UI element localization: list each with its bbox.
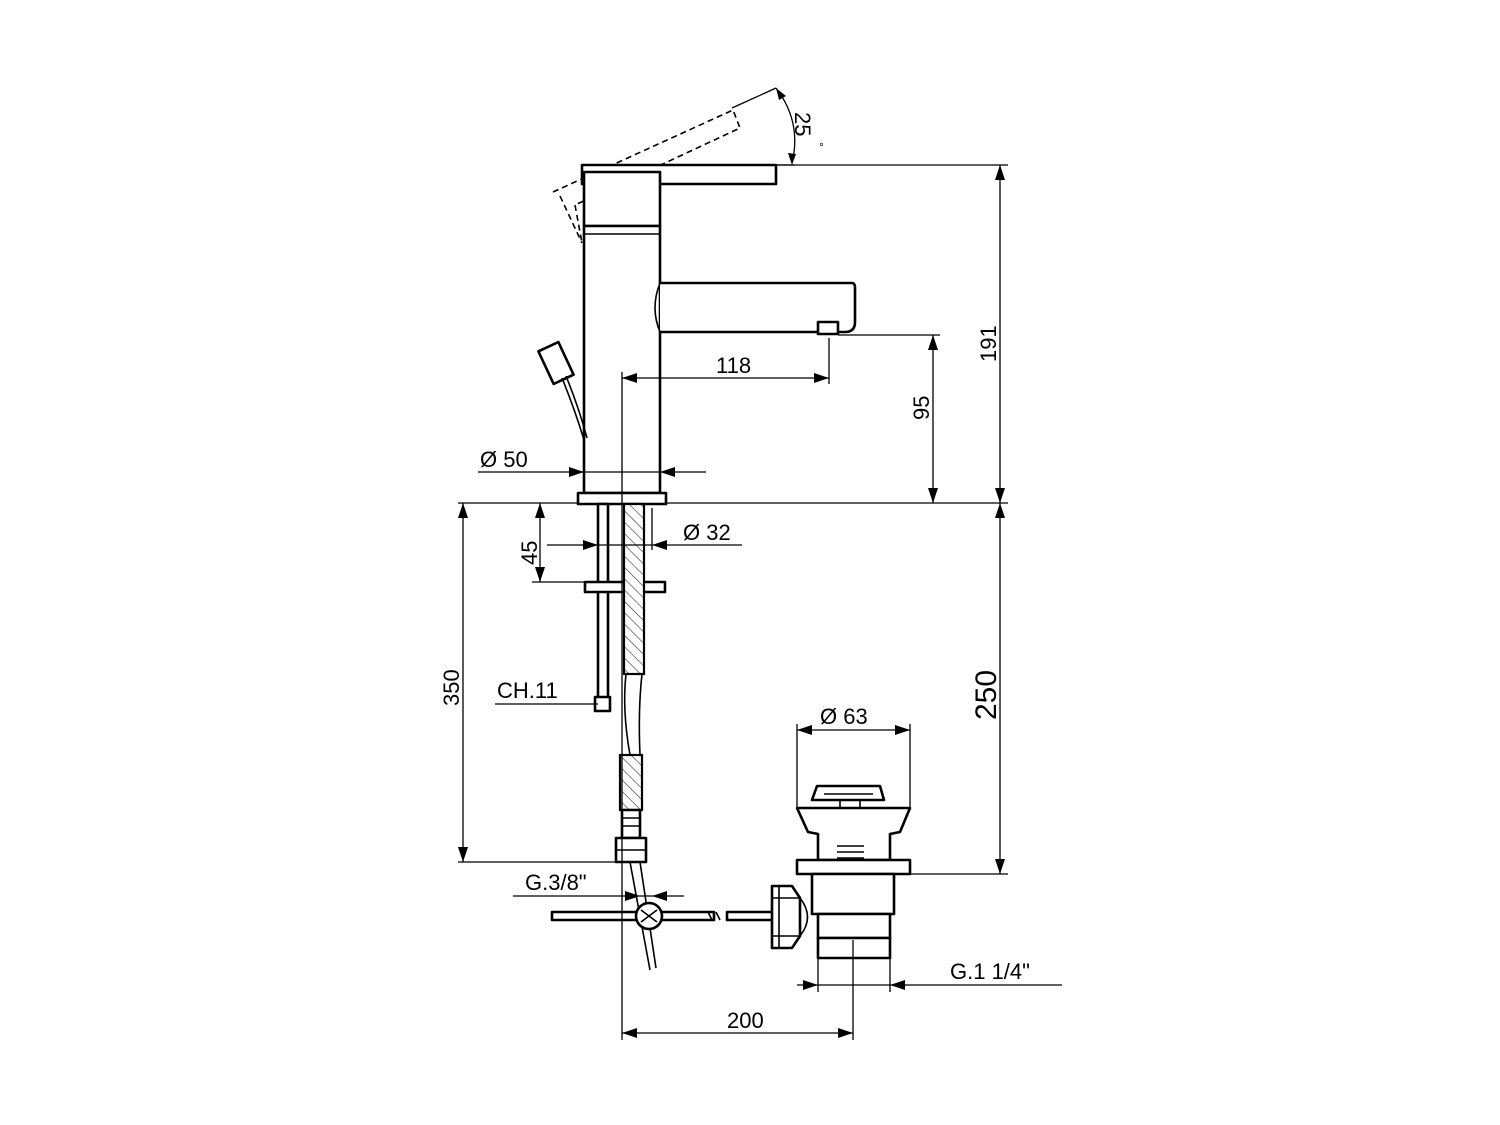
centre-distance-label: 200 — [727, 1008, 764, 1033]
degree-symbol: ° — [812, 142, 826, 147]
dim-waste-diameter: Ø 63 — [796, 704, 911, 808]
waste-diameter-label: Ø 63 — [820, 704, 868, 729]
lever-angle-label: 25 — [790, 112, 815, 136]
lever-raised-outline — [552, 108, 742, 244]
popup-linkage — [550, 901, 781, 931]
dim-spout-height: 95 — [838, 334, 940, 503]
popup-rod — [537, 340, 588, 441]
dim-shank-diameter: Ø 32 — [547, 508, 742, 550]
dim-spout-reach: 118 — [621, 338, 830, 1040]
dim-lever-angle: 25 ° — [731, 87, 826, 166]
body-diameter-label: Ø 50 — [480, 447, 528, 472]
spout-reach-label: 118 — [716, 353, 751, 378]
dim-spanner-size: CH.11 — [495, 678, 598, 705]
dim-waste-thread: G.1 1/4" — [797, 958, 1062, 992]
dim-shank-length: 45 — [517, 503, 592, 583]
dim-body-diameter: Ø 50 — [478, 447, 706, 477]
hose-connection-label: G.3/8" — [525, 870, 587, 895]
overall-height-label: 191 — [976, 325, 1001, 362]
hose-length-label: 350 — [439, 669, 464, 706]
shank-diameter-label: Ø 32 — [683, 520, 731, 545]
flexible-hose — [614, 502, 657, 971]
dim-centre-distance: 200 — [622, 940, 854, 1040]
spout-height-label: 95 — [909, 396, 934, 420]
dim-overall-height: 191 — [666, 164, 1008, 504]
dim-hose-length: 350 — [439, 502, 616, 863]
spanner-size-label: CH.11 — [497, 678, 558, 703]
pop-up-waste — [770, 784, 912, 960]
waste-thread-label: G.1 1/4" — [950, 959, 1030, 984]
dim-waste-height: 250 — [910, 503, 1008, 875]
shank-length-label: 45 — [517, 541, 542, 565]
dim-hose-connection: G.3/8" — [513, 870, 684, 901]
waste-height-label: 250 — [970, 670, 1003, 720]
faucet-body — [576, 163, 857, 506]
